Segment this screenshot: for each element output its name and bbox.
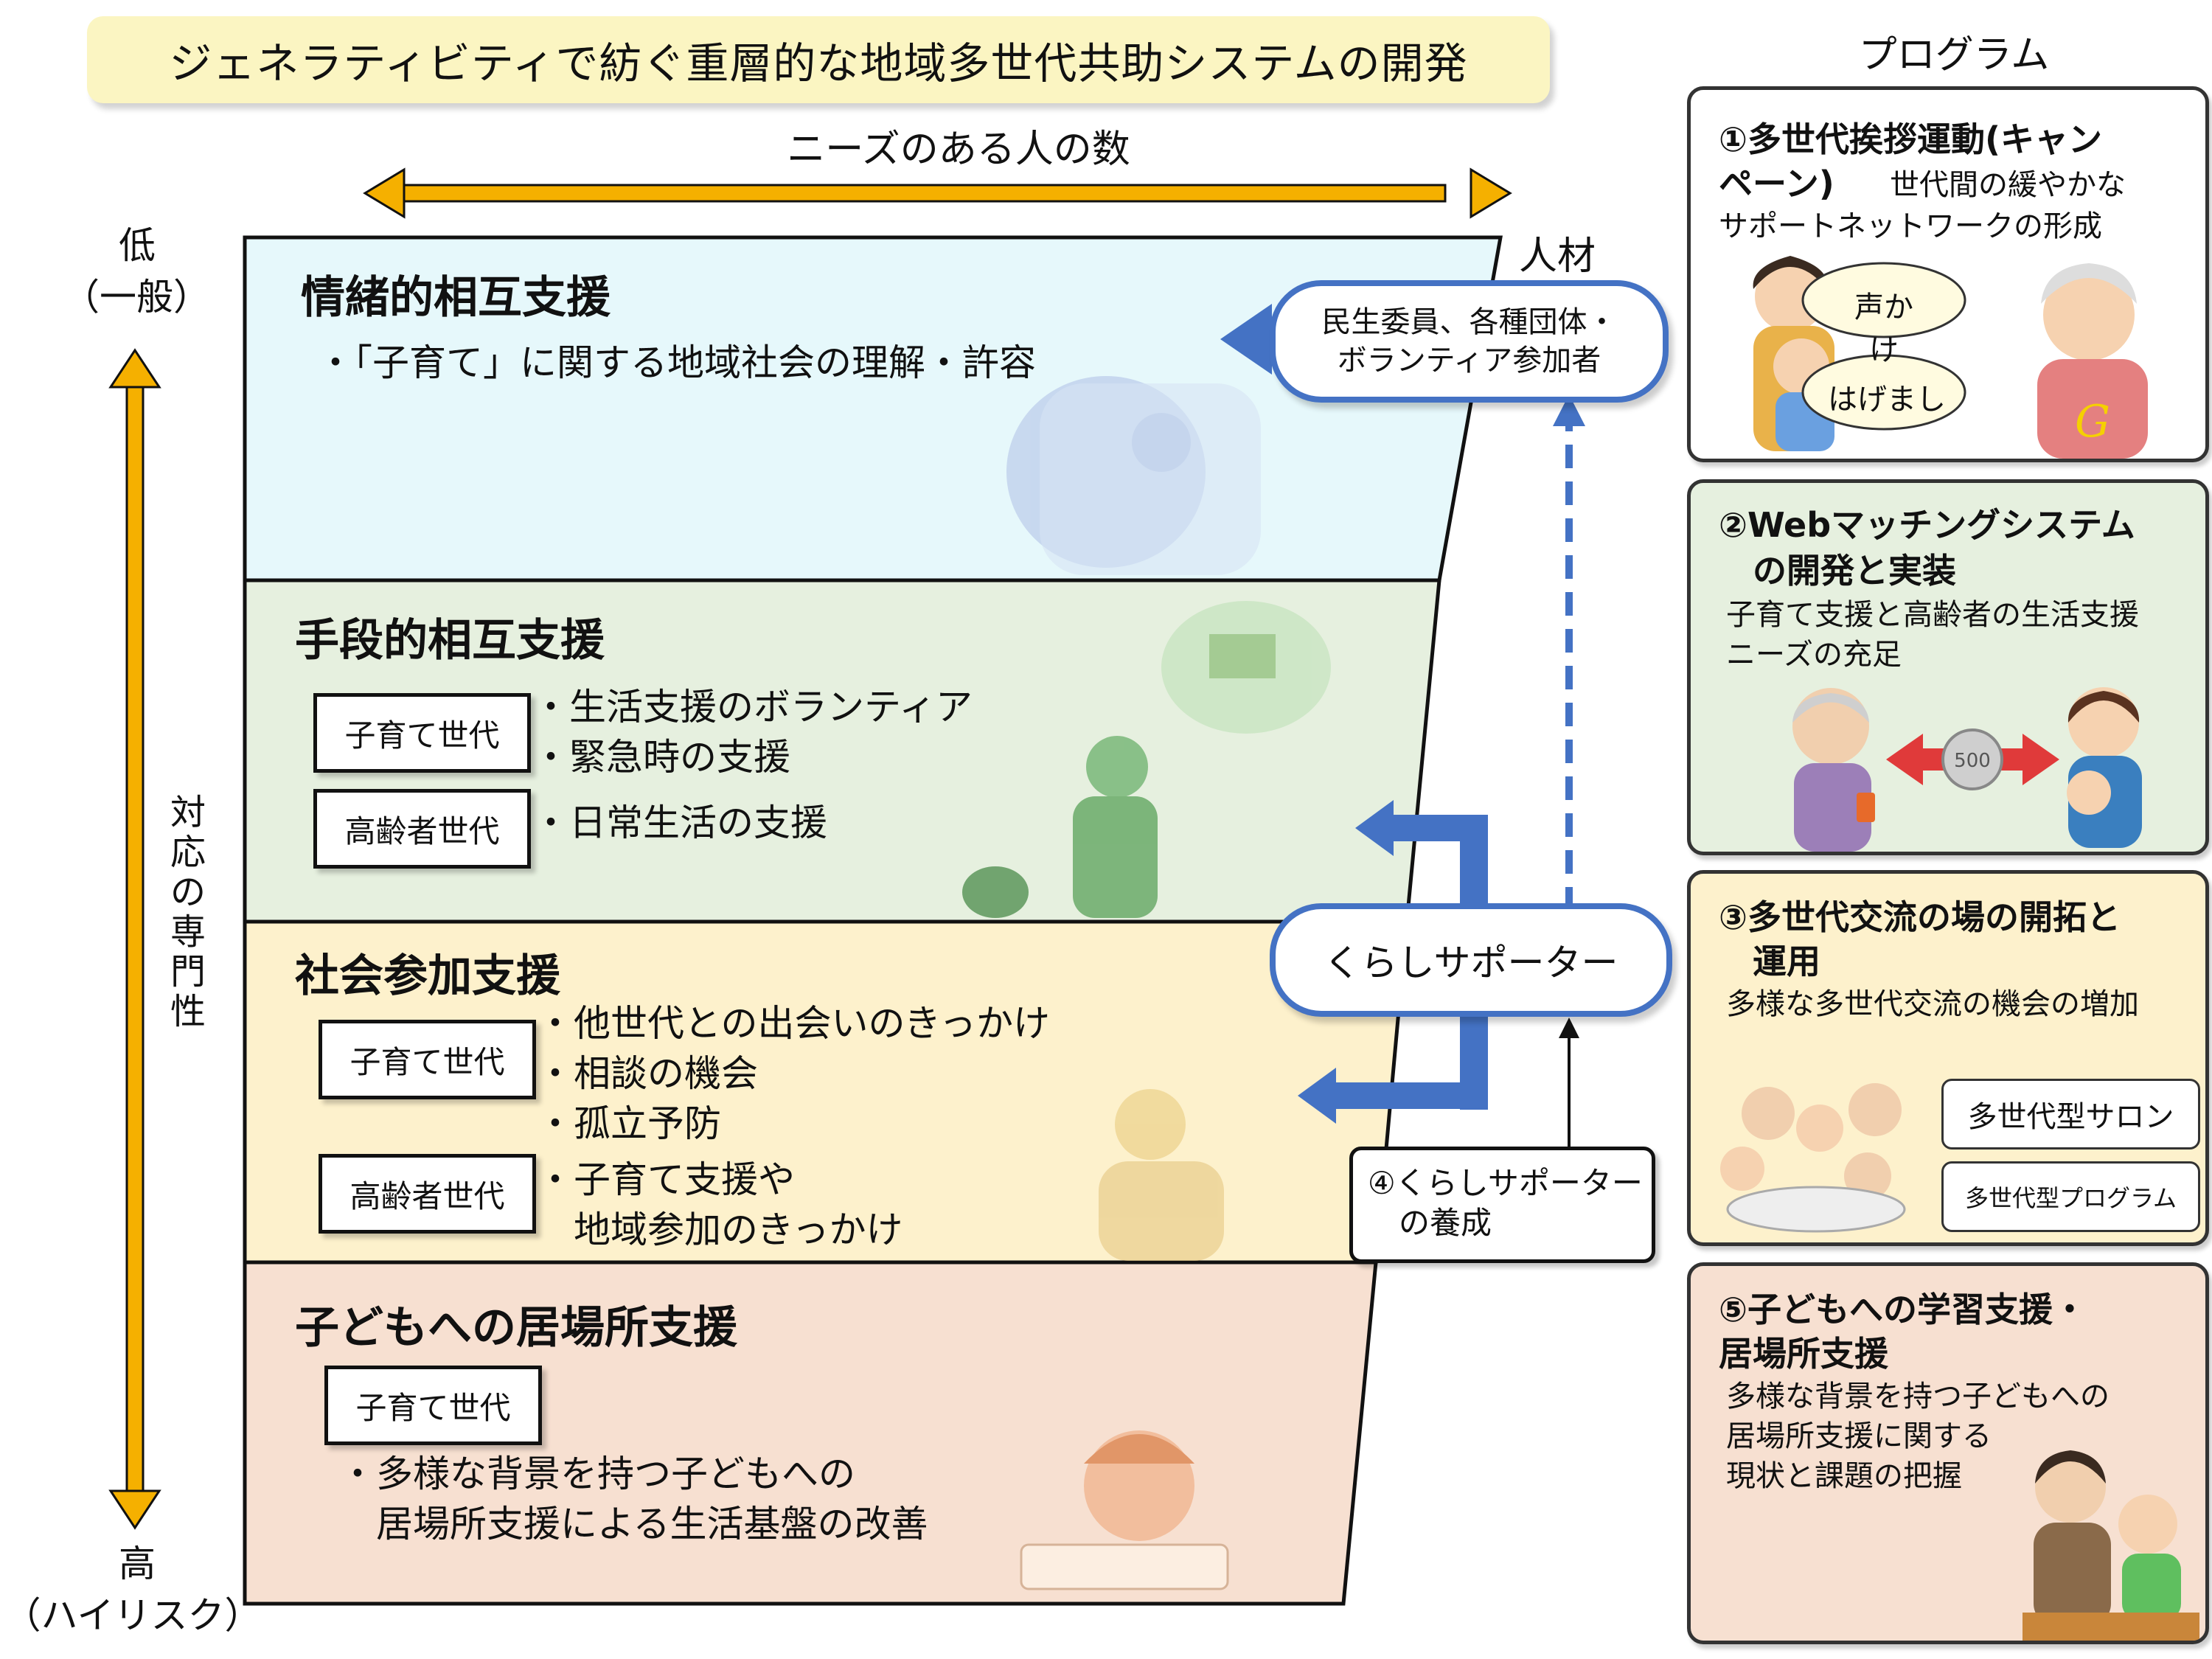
list-item: ・相談の機会	[537, 1052, 758, 1095]
jinzai-label: 人材	[1519, 234, 1596, 279]
minsei-pill: 民生委員、各種団体・ ボランティア参加者	[1270, 280, 1669, 403]
axis-low-sub: （一般）	[63, 276, 210, 319]
minsei-line: 民生委員、各種団体・	[1321, 305, 1617, 339]
band3-tag-elderly: 高齢者世代	[319, 1154, 536, 1234]
list-item: ・多様な背景を持つ子どもへの	[339, 1453, 855, 1495]
training-box: ④くらしサポーター の養成	[1349, 1147, 1655, 1263]
band4-items: ・多様な背景を持つ子どもへの 居場所支援による生活基盤の改善	[339, 1449, 928, 1549]
band3-parents-items: ・他世代との出会いのきっかけ ・相談の機会 ・孤立予防	[537, 998, 1050, 1149]
band-children	[243, 1260, 1378, 1606]
training-line: ④くらしサポーター	[1368, 1165, 1643, 1201]
band2-parents-items: ・生活支援のボランティア ・緊急時の支援	[532, 682, 973, 782]
program1-title: ①多世代挨拶運動(キャン	[1719, 119, 2102, 159]
band2-elderly-item: ・日常生活の支援	[532, 801, 827, 844]
list-item: 居場所支援による生活基盤の改善	[339, 1503, 928, 1545]
illustration-study-child	[1020, 1430, 1229, 1590]
coin-label: 500	[1954, 750, 1991, 772]
program1-badge: G	[2075, 396, 2110, 448]
program2-desc: 子育て支援と高齢者の生活支援	[1726, 598, 2139, 632]
training-line: の養成	[1368, 1205, 1492, 1241]
tag-label: 高齢者世代	[344, 813, 500, 849]
band3-title: 社会参加支援	[295, 950, 560, 1002]
list-item: ・孤立予防	[537, 1102, 721, 1145]
program3-desc: 多様な多世代交流の機会の増加	[1726, 987, 2139, 1021]
program1-title-2: ペーン)	[1719, 164, 1834, 204]
program5-desc-2: 居場所支援に関する	[1726, 1419, 1992, 1453]
tag-label: 子育て世代	[355, 1389, 511, 1426]
band4-title: 子どもへの居場所支援	[295, 1302, 737, 1354]
needs-double-arrow	[363, 167, 1512, 219]
program1-desc: サポートネットワークの形成	[1719, 209, 2102, 243]
band1-item: ・「子育て」に関する地域社会の理解・許容	[317, 341, 1036, 384]
axis-char: 専	[170, 911, 206, 953]
axis-char: 対	[170, 792, 206, 833]
list-item: ・子育て支援や	[537, 1158, 795, 1201]
salon-box-label: 多世代型サロン	[1967, 1100, 2174, 1134]
program5-desc-3: 現状と課題の把握	[1726, 1459, 1962, 1493]
salon-illustration	[1720, 1083, 1906, 1233]
list-item: ・生活支援のボランティア	[532, 686, 973, 728]
illustration-crying-mother	[1006, 376, 1261, 575]
matching-illustration: 500	[1792, 687, 2142, 852]
tag-label: 高齢者世代	[349, 1178, 505, 1214]
program5-title-2: 居場所支援	[1719, 1334, 1888, 1374]
band4-tag-parents: 子育て世代	[324, 1366, 542, 1445]
program-child-learning: ⑤子どもへの学習支援・ 居場所支援 多様な背景を持つ子どもへの 居場所支援に関す…	[1687, 1262, 2209, 1644]
programs-heading: プログラム	[1858, 33, 2050, 77]
illustration-phone-mother	[1099, 1089, 1224, 1261]
needs-label: ニーズのある人の数	[787, 128, 1130, 172]
program-box: 多世代型プログラム	[1941, 1161, 2200, 1232]
bubble-hagemashi: はげまし	[1828, 383, 1946, 417]
program-box-label: 多世代型プログラム	[1964, 1184, 2177, 1212]
bubble-koekake: 声かけ	[1854, 291, 1913, 367]
tag-label: 子育て世代	[344, 717, 500, 754]
list-item: ・緊急時の支援	[532, 736, 790, 779]
list-item: ・他世代との出会いのきっかけ	[537, 1002, 1050, 1045]
band3-elderly-items: ・子育て支援や 地域参加のきっかけ	[537, 1155, 903, 1255]
tutoring-illustration	[2023, 1450, 2199, 1641]
program5-title: ⑤子どもへの学習支援・	[1719, 1290, 2087, 1329]
band2-tag-parents: 子育て世代	[313, 693, 531, 773]
diagram-title-text: ジェネラティビティで紡ぐ重層的な地域多世代共助システムの開発	[169, 38, 1468, 88]
illustration-worried-woman	[962, 601, 1331, 918]
axis-char: 性	[170, 991, 206, 1032]
program-intergenerational-space: ③多世代交流の場の開拓と 運用 多様な多世代交流の機会の増加 多世代型サロン 多…	[1687, 870, 2209, 1246]
axis-high: 高	[119, 1543, 156, 1585]
program2-title: ②Webマッチングシステム	[1719, 505, 2135, 545]
list-item: 地域参加のきっかけ	[537, 1208, 903, 1251]
kurashi-label: くらしサポーター	[1324, 942, 1618, 984]
axis-low: 低	[119, 224, 156, 267]
program-greeting-campaign: ①多世代挨拶運動(キャン ペーン) 世代間の緩やかな サポートネットワークの形成…	[1687, 86, 2209, 462]
axis-char: 門	[170, 951, 206, 992]
band2-tag-elderly: 高齢者世代	[313, 789, 531, 869]
salon-box: 多世代型サロン	[1941, 1079, 2200, 1150]
program5-desc: 多様な背景を持つ子どもへの	[1726, 1380, 2110, 1413]
axis-char: 応	[170, 832, 206, 873]
specialty-double-arrow	[108, 348, 161, 1530]
band3-tag-parents: 子育て世代	[319, 1020, 536, 1099]
program1-desc-inline: 世代間の緩やかな	[1890, 168, 2126, 202]
tag-label: 子育て世代	[349, 1043, 505, 1080]
minsei-line: ボランティア参加者	[1337, 344, 1601, 378]
band1-title: 情緒的相互支援	[301, 272, 611, 324]
program2-title-2: の開発と実装	[1719, 551, 1956, 591]
kurashi-supporter-pill: くらしサポーター	[1270, 903, 1672, 1017]
band2-title: 手段的相互支援	[295, 615, 605, 667]
axis-specialty-label: 対 応 の 専 門 性	[166, 793, 210, 1032]
program2-desc-2: ニーズの充足	[1726, 638, 1902, 672]
greeting-illustration: G	[1753, 256, 2148, 459]
axis-high-sub: （ハイリスク）	[4, 1594, 262, 1637]
program3-title: ③多世代交流の場の開拓と	[1719, 897, 2121, 937]
program3-title-2: 運用	[1719, 942, 1820, 981]
program-web-matching: ②Webマッチングシステム の開発と実装 子育て支援と高齢者の生活支援 ニーズの…	[1687, 479, 2209, 855]
axis-char: の	[170, 872, 206, 913]
diagram-title: ジェネラティビティで紡ぐ重層的な地域多世代共助システムの開発	[87, 16, 1550, 103]
